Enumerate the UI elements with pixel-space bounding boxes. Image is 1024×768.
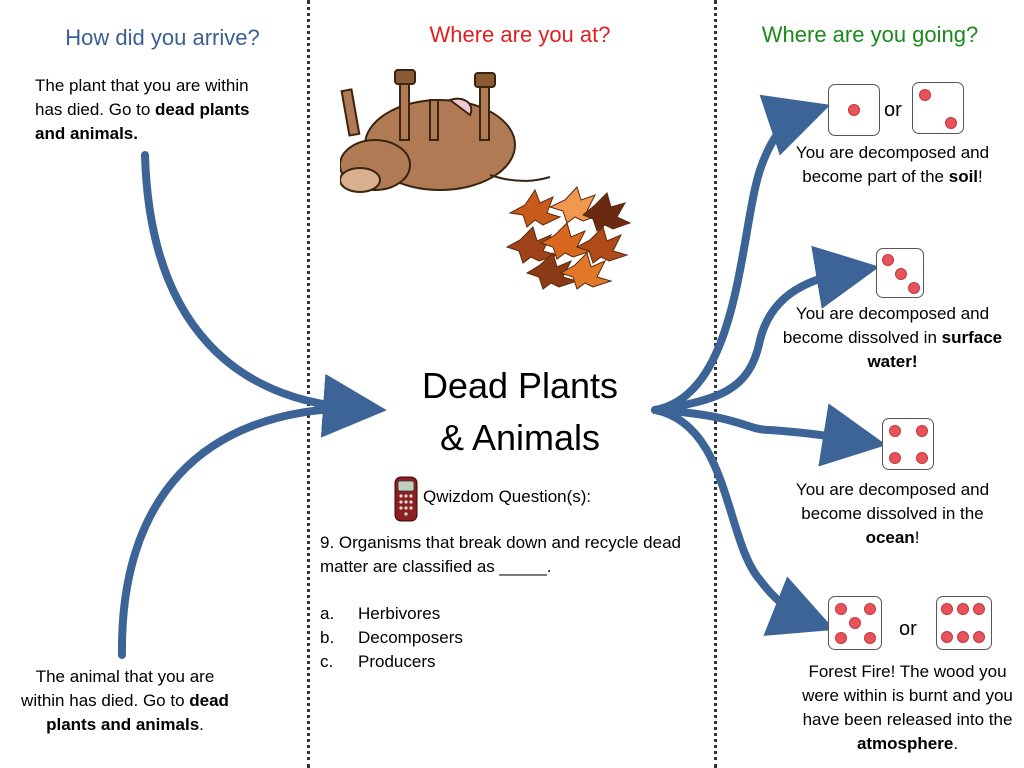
die-pip: [957, 631, 969, 643]
left-header: How did you arrive?: [65, 25, 260, 50]
die-pip: [889, 452, 901, 464]
right-header: Where are you going?: [761, 22, 979, 47]
atmosphere-or: or: [899, 618, 917, 640]
title-line-1: Dead Plants: [421, 365, 619, 406]
soil-destination-text: You are decomposed and become part of th…: [780, 141, 1005, 189]
option-a-text: Herbivores: [358, 604, 441, 623]
animal-arrival-body: The animal that you are within has died.…: [21, 667, 215, 710]
die-one: [828, 84, 880, 136]
option-b-text: Decomposers: [358, 628, 463, 647]
atmosphere-end: .: [953, 734, 959, 753]
surface-body: You are decomposed and become dissolved …: [782, 304, 990, 347]
autumn-leaves-illustration: [505, 186, 632, 290]
soil-body: You are decomposed and become part of th…: [795, 143, 990, 186]
die-pip: [882, 254, 894, 266]
die-pip: [916, 425, 928, 437]
plant-arrival-body: The plant that you are within has died. …: [35, 76, 249, 119]
left-divider: [307, 0, 310, 768]
die-pip: [848, 104, 860, 116]
clicker-remote-icon: [394, 476, 418, 522]
option-c-letter: c.: [320, 652, 334, 671]
atmosphere-destination-text: Forest Fire! The wood you were within is…: [795, 660, 1020, 756]
plant-arrival-text: The plant that you are within has died. …: [35, 74, 255, 146]
option-a-letter: a.: [320, 604, 335, 623]
die-pip: [889, 425, 901, 437]
plant-arrival-bold: dead plants and animals.: [35, 100, 250, 143]
quiz-question: 9. Organisms that break down and recycle…: [320, 533, 681, 576]
die-three: [876, 248, 924, 298]
arrow-from-animal: [117, 404, 359, 659]
arrow-to-atmosphere: [651, 406, 835, 636]
dead-cow-illustration: [340, 69, 551, 193]
ocean-end: !: [914, 528, 920, 547]
arrow-from-plant: [141, 151, 387, 438]
surface-bold: surface water!: [867, 328, 1003, 371]
ocean-destination-text: You are decomposed and become dissolved …: [780, 478, 1005, 550]
page-title: Dead Plants & Animals: [340, 360, 700, 464]
die-pip: [973, 603, 985, 615]
die-six: [936, 596, 992, 650]
die-two: [912, 82, 964, 134]
animal-arrival-text: The animal that you are within has died.…: [15, 665, 235, 737]
die-pip: [895, 268, 907, 280]
die-pip: [919, 89, 931, 101]
die-five: [828, 596, 882, 650]
die-pip: [908, 282, 920, 294]
option-c-text: Producers: [358, 652, 436, 671]
die-pip: [945, 117, 957, 129]
atmosphere-body: Forest Fire! The wood you were within is…: [802, 662, 1013, 729]
atmosphere-bold: atmosphere: [856, 734, 954, 753]
die-pip: [835, 632, 847, 644]
surface-water-destination-text: You are decomposed and become dissolved …: [780, 302, 1005, 374]
option-b-letter: b.: [320, 628, 335, 647]
soil-bold: soil: [948, 167, 979, 186]
middle-header: Where are you at?: [429, 22, 611, 47]
qwizdom-label: Qwizdom Question(s):: [423, 487, 592, 506]
die-pip: [973, 631, 985, 643]
animal-arrival-end: .: [199, 715, 204, 734]
arrow-to-ocean: [651, 403, 887, 467]
soil-or: or: [884, 99, 902, 121]
title-line-2: & Animals: [439, 417, 601, 458]
ocean-body: You are decomposed and become dissolved …: [795, 480, 990, 523]
die-pip: [864, 603, 876, 615]
die-pip: [849, 617, 861, 629]
right-divider: [714, 0, 717, 768]
arrow-to-soil: [651, 94, 831, 414]
animal-arrival-bold: dead plants and animals: [46, 691, 229, 734]
die-pip: [957, 603, 969, 615]
die-pip: [864, 632, 876, 644]
die-four: [882, 418, 934, 470]
die-pip: [835, 603, 847, 615]
die-pip: [941, 631, 953, 643]
arrow-to-surface: [651, 245, 880, 414]
die-pip: [941, 603, 953, 615]
soil-end: !: [978, 167, 983, 186]
ocean-bold: ocean: [865, 528, 915, 547]
die-pip: [916, 452, 928, 464]
